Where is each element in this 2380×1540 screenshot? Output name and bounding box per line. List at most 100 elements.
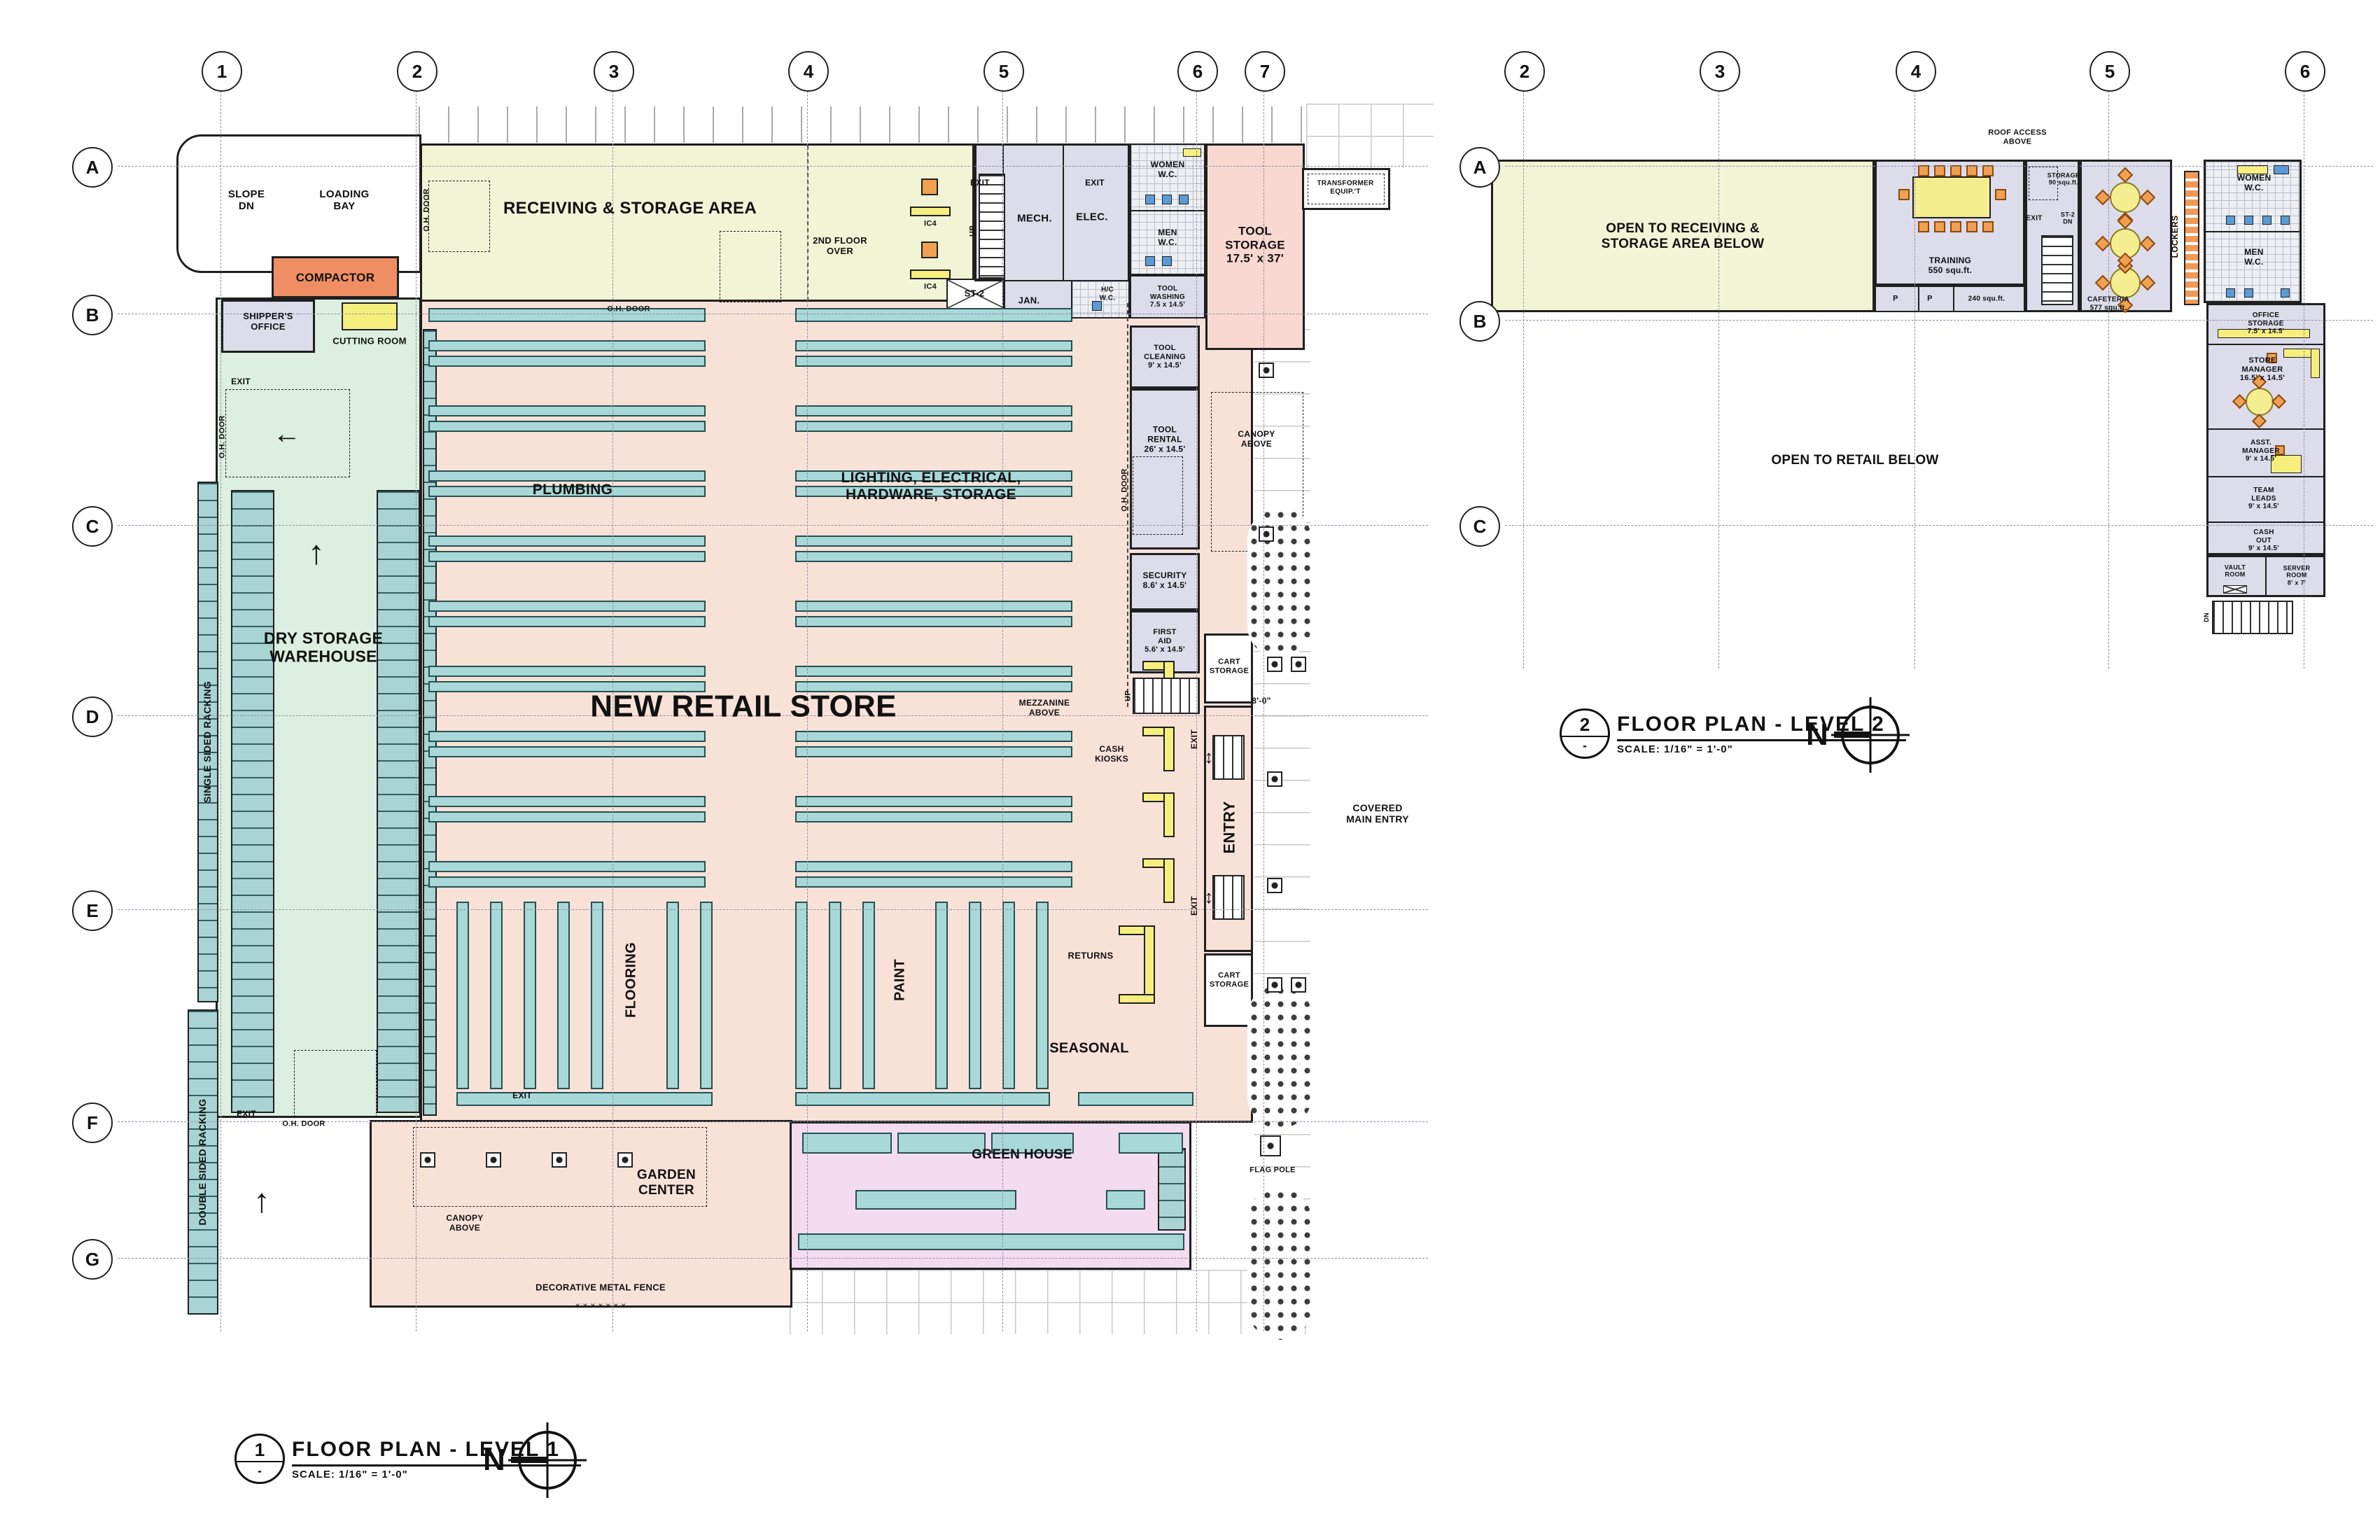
shelf-bank-right — [795, 470, 1072, 482]
label-cart-storage: CART STORAGE — [1209, 657, 1250, 675]
tool-storage — [1205, 144, 1305, 350]
shelf-bank-left — [428, 876, 706, 888]
label-training-550-squ-ft: TRAINING 550 squ.ft. — [1928, 255, 1973, 275]
label-o-h-door: O.H. DOOR — [1120, 468, 1129, 512]
greenhouse-table — [991, 1133, 1074, 1154]
shelf-bank-left — [428, 746, 706, 757]
training-chair — [1950, 165, 1961, 176]
bollard — [1259, 363, 1274, 378]
toilet — [1162, 256, 1172, 266]
bollard — [1267, 977, 1282, 993]
shelf-bank-right — [795, 421, 1072, 432]
phone-rooms — [1875, 286, 2025, 312]
sidewalk-top — [419, 106, 1303, 143]
shelf-cols-paint — [1036, 902, 1049, 1089]
shelf-bank-right — [795, 356, 1072, 367]
shelf-cols-flooring — [666, 902, 679, 1089]
label-garden-center: GARDEN CENTER — [636, 1168, 696, 1198]
label-tool-cleaning-9-x-14-5: TOOL CLEANING 9' x 14.5' — [1144, 344, 1186, 370]
wall-shelving — [423, 329, 437, 1116]
compactor — [272, 256, 399, 298]
shelf-bank-left — [428, 470, 706, 482]
cart-storage-room-bottom — [1204, 953, 1253, 1027]
label-mezzanine-above: MEZZANINE ABOVE — [1018, 698, 1070, 718]
training-chair — [1966, 221, 1977, 232]
training-chair — [1950, 221, 1961, 232]
grid-bubble-F: F — [72, 1102, 113, 1143]
grid-bubble-3: 3 — [1700, 51, 1740, 92]
shippers-office — [221, 300, 315, 353]
grid-bubble-A: A — [72, 147, 113, 188]
shelf-bank-left — [428, 405, 706, 416]
label-single-sided-racking: SINGLE SIDED RACKING — [201, 680, 213, 804]
grid-line-col-4 — [1914, 91, 1915, 668]
label-new-retail-store: NEW RETAIL STORE — [590, 689, 897, 724]
grid-line-row-F — [118, 1121, 1428, 1122]
wall — [2206, 476, 2325, 477]
grid-bubble-2: 2 — [397, 51, 438, 92]
mezzanine-line — [1127, 303, 1128, 707]
grid-line-row-A — [1505, 166, 2373, 167]
grid-bubble-5: 5 — [2090, 51, 2130, 92]
grid-bubble-7: 7 — [1245, 51, 1285, 92]
shelf — [456, 1092, 713, 1106]
label-st-2-dn: ST-2 DN — [2060, 211, 2076, 225]
shelf-bank-right — [795, 681, 1072, 692]
grid-bubble-B: B — [1460, 301, 1500, 342]
title-bubble-dash: - — [1583, 738, 1587, 752]
stair-dn — [2212, 601, 2293, 634]
label-o-h-door: O.H. DOOR — [607, 304, 650, 314]
label-green-house: GREEN HOUSE — [972, 1147, 1072, 1163]
grid-line-col-5 — [2108, 91, 2109, 668]
entry-mat — [1212, 735, 1245, 780]
grid-line-col-6 — [1196, 91, 1197, 1331]
label-team-leads-9-x-14-5: TEAM LEADS 9' x 14.5' — [2248, 486, 2279, 510]
label-exit: EXIT — [1189, 896, 1200, 916]
label-women-w-c: WOMEN W.C. — [2236, 173, 2272, 192]
label-: × × × × × × × — [575, 1301, 626, 1311]
sink-counter — [1183, 148, 1201, 157]
toilet — [1092, 301, 1102, 311]
grid-bubble-B: B — [72, 295, 113, 335]
vault-symbol — [2223, 585, 2247, 594]
label-returns: RETURNS — [1068, 950, 1114, 961]
level1-title-number: 1 — [254, 1439, 265, 1460]
label-tool-storage-17-5-x-37: TOOL STORAGE 17.5' x 37' — [1225, 224, 1285, 265]
bollard — [1267, 878, 1282, 893]
shelf-bank-left — [428, 811, 706, 822]
label-o-h-door: O.H. DOOR — [282, 1119, 326, 1128]
shelf-cols-paint — [935, 902, 948, 1089]
plaza-paving — [790, 1270, 1310, 1334]
desk-chair — [2267, 353, 2277, 363]
label-st-2: ST-2 — [964, 288, 985, 299]
shelf-bank-left — [428, 421, 706, 432]
training-chair — [1995, 189, 2006, 200]
label-up: UP — [968, 225, 977, 237]
ic4-desk — [910, 270, 951, 279]
stair-st2 — [979, 174, 1005, 279]
label-security-8-6-x-14-5: SECURITY 8.6' x 14.5' — [1142, 570, 1187, 590]
wall — [974, 280, 1130, 281]
shelf-bank-right — [795, 601, 1072, 612]
sink — [2274, 165, 2289, 174]
title-bubble-dash: - — [258, 1464, 262, 1478]
wall — [2206, 344, 2325, 345]
bollard — [486, 1152, 501, 1168]
shelf — [795, 308, 1072, 322]
racking-interior-left — [231, 490, 274, 1113]
grid-line-col-4 — [807, 91, 808, 1331]
stair-st2-l2 — [2041, 235, 2073, 305]
transformer-pad — [1302, 168, 1390, 210]
label-open-to-receiving-storage-: OPEN TO RECEIVING & STORAGE AREA BELOW — [1601, 221, 1765, 251]
shelf-bank-right — [795, 405, 1072, 416]
training-chair — [1898, 189, 1910, 200]
label-exit: EXIT — [237, 1109, 256, 1119]
label-lockers: LOCKERS — [2170, 215, 2180, 258]
compass-icon — [507, 1422, 587, 1498]
manager-desk — [2311, 349, 2320, 378]
asst-desk — [2271, 455, 2302, 473]
label-shipper-s-office: SHIPPER'S OFFICE — [243, 311, 293, 332]
label-exit: EXIT — [1189, 729, 1200, 749]
tree-planting — [1247, 1189, 1312, 1340]
training-table — [1912, 176, 1991, 218]
